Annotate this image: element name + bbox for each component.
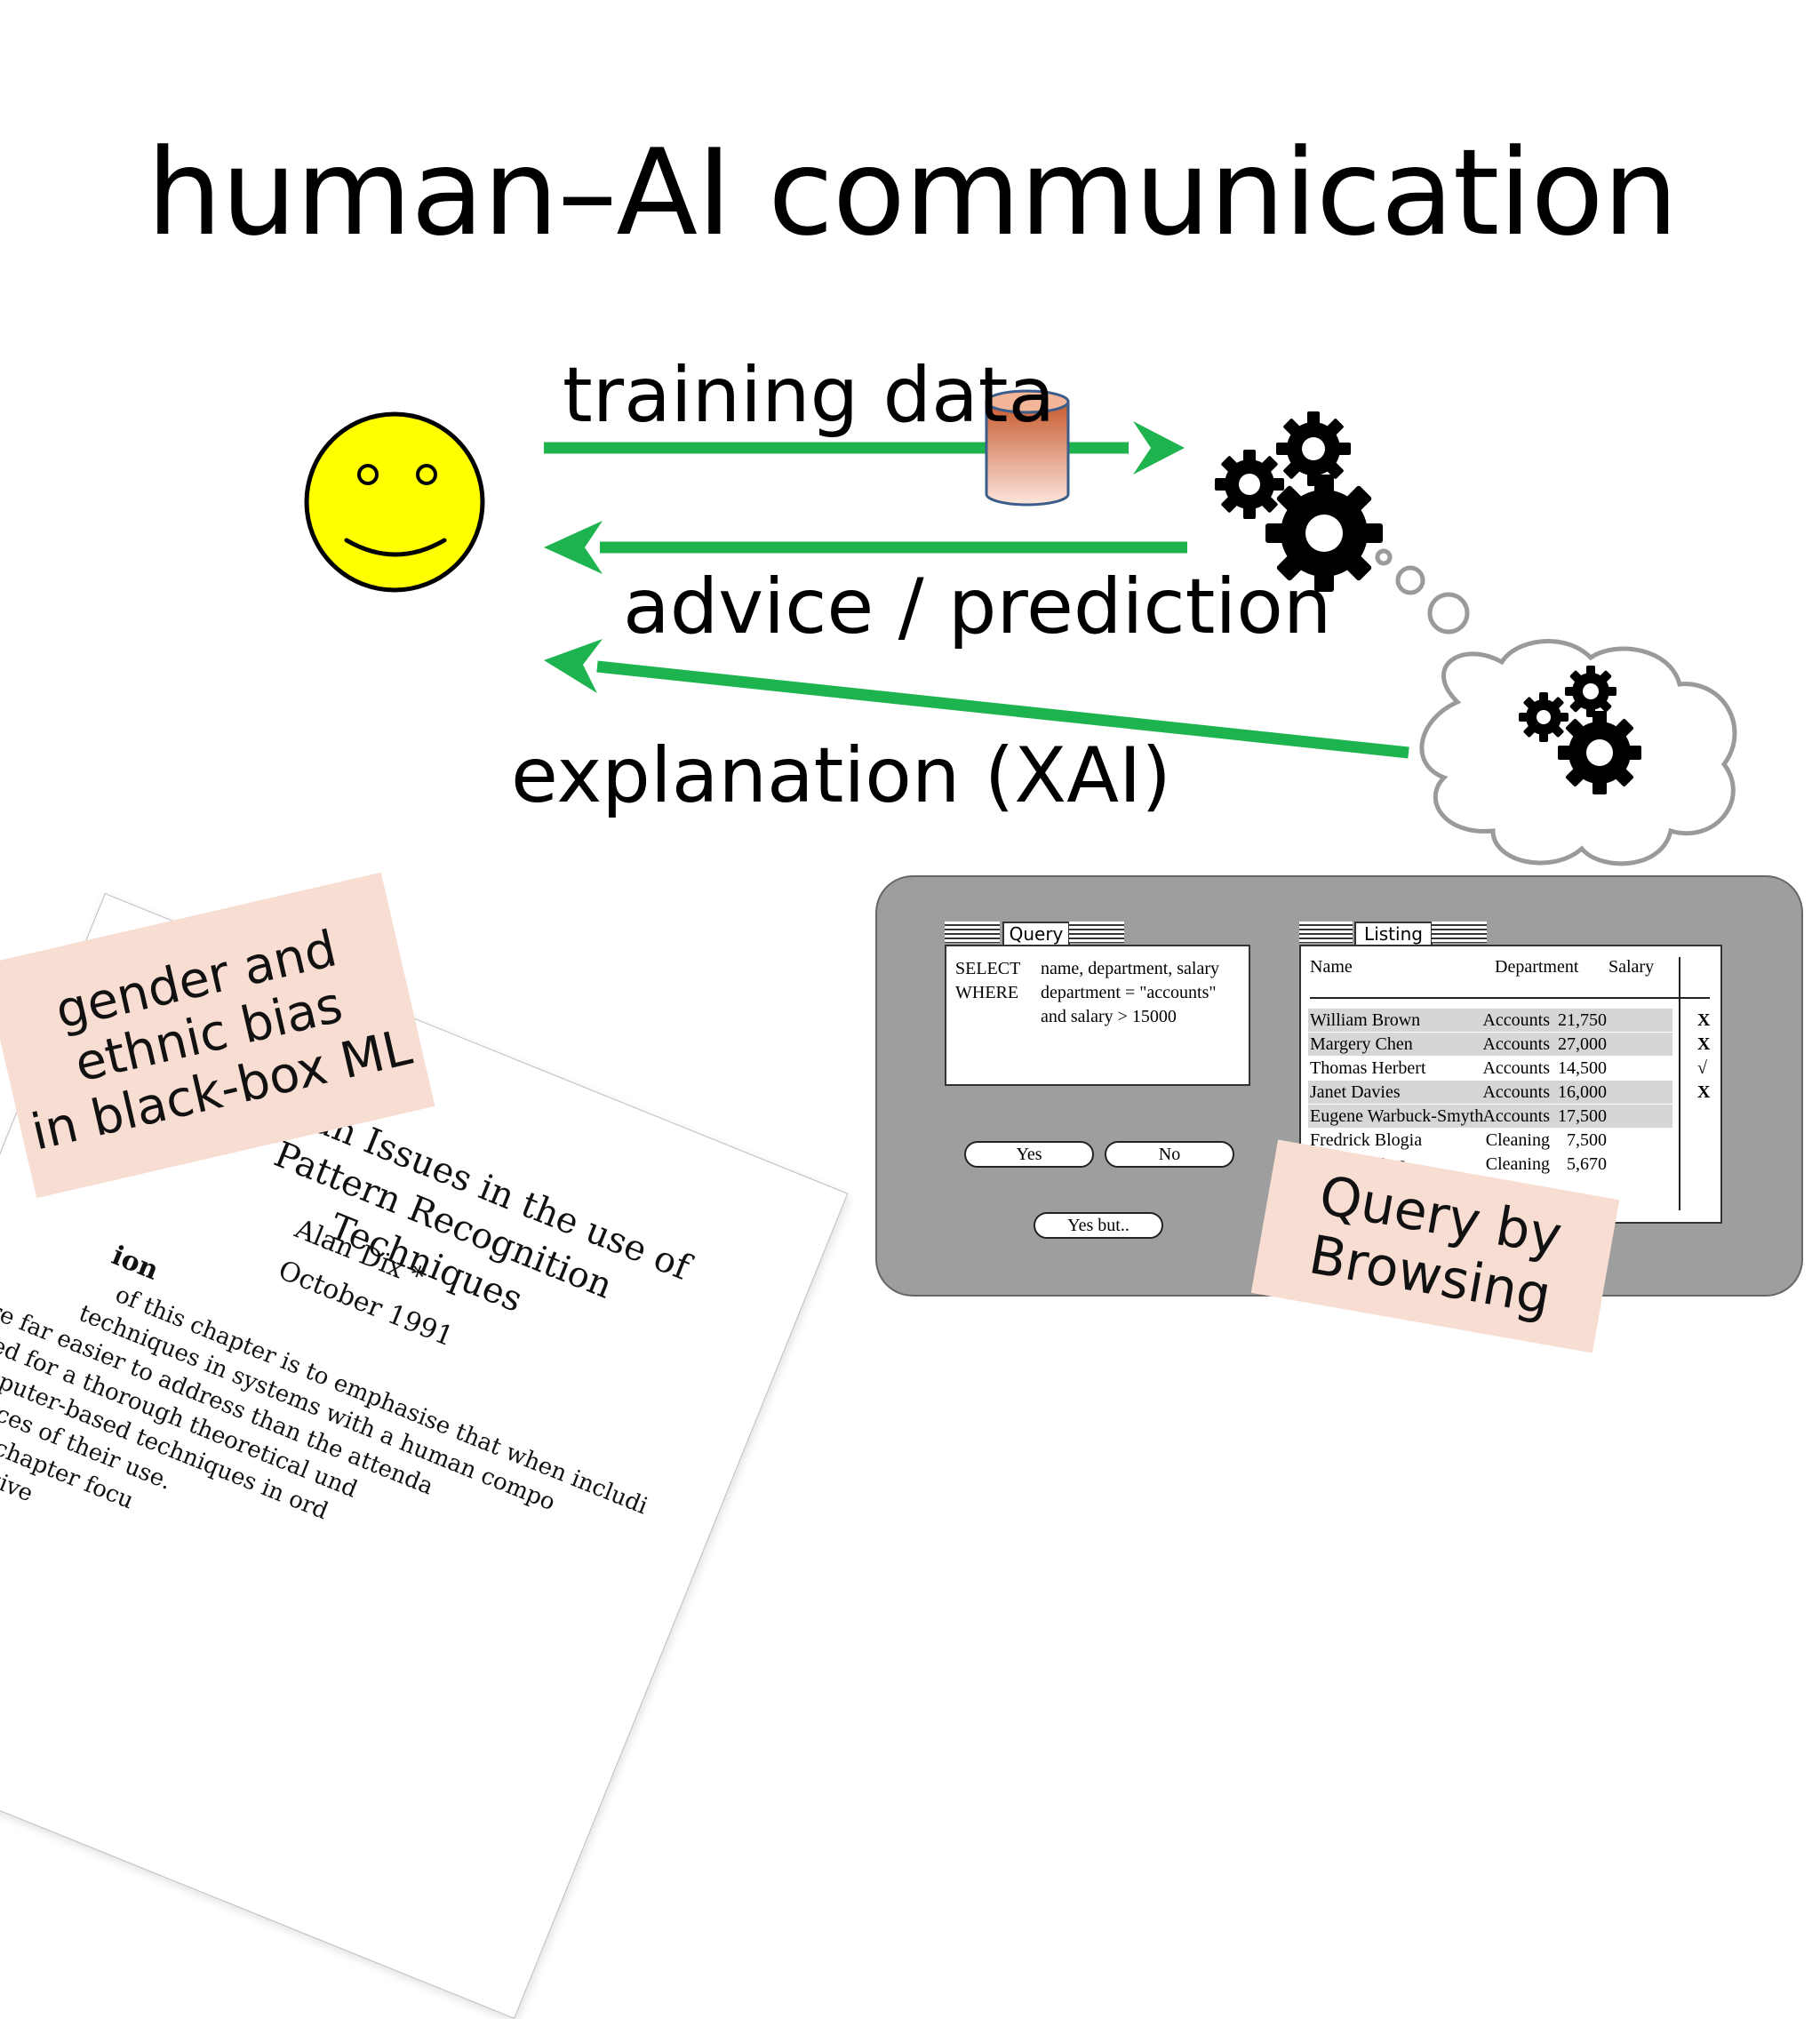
cell-department: Accounts	[1482, 1082, 1550, 1102]
listing-tab: Listing	[1354, 922, 1433, 945]
cell-department: Cleaning	[1485, 1154, 1550, 1174]
cell-salary: 17,500	[1558, 1106, 1607, 1126]
gears-icon	[1215, 411, 1383, 592]
table-row[interactable]: Thomas Herbert Accounts 14,500 √	[1308, 1057, 1707, 1080]
query-line: and salary > 15000	[1041, 1007, 1177, 1026]
query-tab-stripes	[945, 922, 1000, 943]
cell-name: William Brown	[1310, 1010, 1421, 1030]
thought-cloud-icon	[1419, 639, 1737, 866]
query-tab-stripes	[1069, 922, 1124, 943]
cell-mark: X	[1697, 1082, 1711, 1102]
smiley-face-icon	[304, 411, 485, 593]
cell-mark: √	[1697, 1058, 1707, 1078]
cell-salary: 5,670	[1567, 1154, 1607, 1174]
cell-department: Accounts	[1482, 1106, 1550, 1126]
no-button[interactable]: No	[1105, 1141, 1234, 1168]
table-row[interactable]: Janet Davies Accounts 16,000 X	[1308, 1081, 1710, 1104]
advice-arrow	[544, 521, 1187, 574]
query-line: name, department, salary	[1041, 959, 1220, 978]
table-row[interactable]: William Brown Accounts 21,750 X	[1308, 1009, 1710, 1032]
cell-department: Cleaning	[1485, 1130, 1550, 1150]
database-icon	[985, 389, 1070, 507]
table-row[interactable]: Margery Chen Accounts 27,000 X	[1308, 1033, 1710, 1056]
cell-name: Janet Davies	[1310, 1082, 1401, 1102]
column-header-salary: Salary	[1608, 957, 1655, 977]
cell-department: Accounts	[1482, 1034, 1550, 1054]
sql-keyword-select: SELECT	[955, 959, 1021, 978]
yes-but-button[interactable]: Yes but..	[1034, 1212, 1163, 1239]
cell-salary: 16,000	[1558, 1082, 1607, 1102]
explanation-arrow	[544, 639, 1409, 759]
cell-name: Margery Chen	[1310, 1034, 1413, 1054]
table-row[interactable]: Fredrick Blogia Cleaning 7,500	[1308, 1129, 1672, 1152]
cell-salary: 27,000	[1558, 1034, 1607, 1054]
query-tab: Query	[1002, 922, 1070, 945]
thought-bubbles	[1375, 548, 1470, 634]
listing-divider	[1310, 997, 1710, 999]
cell-name: Thomas Herbert	[1310, 1058, 1426, 1078]
listing-column-divider	[1679, 957, 1680, 1210]
explanation-xai-label: explanation (XAI)	[511, 731, 1171, 820]
listing-tab-stripes	[1432, 922, 1487, 943]
column-header-department: Department	[1495, 957, 1579, 977]
sql-keyword-where: WHERE	[955, 983, 1019, 1002]
cell-mark: X	[1697, 1034, 1711, 1054]
listing-tab-stripes	[1299, 922, 1353, 943]
cell-salary: 14,500	[1558, 1058, 1607, 1078]
cell-salary: 21,750	[1558, 1010, 1607, 1030]
query-text: SELECT name, department, salary WHERE depa…	[955, 957, 1219, 1029]
cell-mark: X	[1697, 1010, 1711, 1030]
column-header-name: Name	[1310, 957, 1353, 977]
page-title: human–AI communication	[147, 124, 1678, 262]
cell-department: Accounts	[1482, 1010, 1550, 1030]
advice-prediction-label: advice / prediction	[623, 563, 1332, 651]
cell-name: Eugene Warbuck-Smyth	[1310, 1106, 1484, 1126]
cell-salary: 7,500	[1567, 1130, 1607, 1150]
cell-name: Fredrick Blogia	[1310, 1130, 1423, 1150]
query-window: SELECT name, department, salary WHERE depa…	[945, 945, 1250, 1086]
diagram-canvas	[304, 389, 1737, 866]
query-line: department = "accounts"	[1041, 983, 1217, 1002]
training-data-label: training data	[563, 351, 1056, 440]
cell-department: Accounts	[1482, 1058, 1550, 1078]
yes-button[interactable]: Yes	[964, 1141, 1094, 1168]
